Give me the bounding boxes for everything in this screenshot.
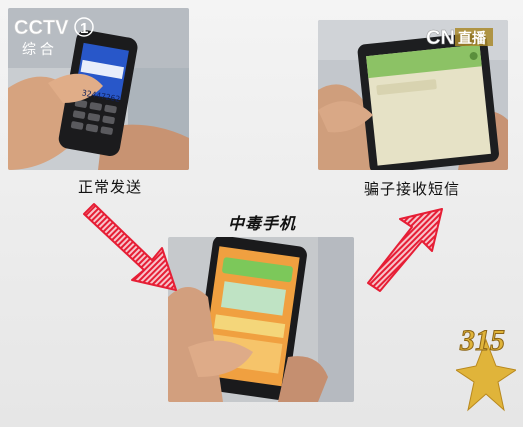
badge-315-logo: 315 [456,324,516,412]
caption-scammer-receives: 骗子接收短信 [364,180,461,198]
cn-logo-suffix: 直播 [458,30,487,47]
cctv-logo-brand: CCTV [14,17,69,39]
photo-normal-phone: 32447262 CCTV 1 综 合 [8,8,189,170]
cn-live-logo: CN 直播 [426,27,493,49]
photo-scammer-phone: CN 直播 [318,20,508,170]
caption-normal-send: 正常发送 [78,178,143,196]
cctv-logo: CCTV 1 综 合 [14,17,94,57]
photo-infected-phone-image [168,237,354,402]
arrow-up-right-icon [367,208,443,292]
arrow-down-right-icon [83,203,177,291]
photo-scammer-phone-image: CN 直播 [318,20,508,170]
cn-logo-brand: CN [426,27,455,49]
photo-normal-phone-image: 32447262 CCTV 1 综 合 [8,8,189,170]
cctv-logo-channel: 1 [80,20,88,37]
caption-infected-phone: 中毒手机 [228,214,297,233]
photo-infected-phone [168,237,354,402]
cctv-logo-subtitle: 综 合 [22,41,54,57]
badge-315-text: 315 [459,324,505,357]
